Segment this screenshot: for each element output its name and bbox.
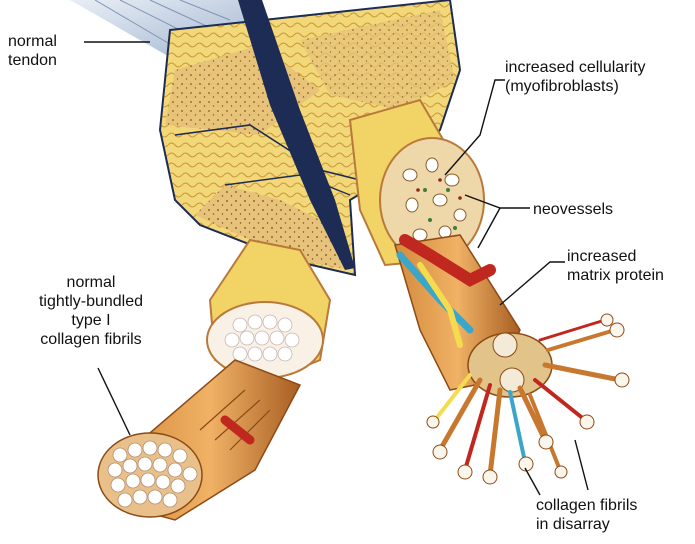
label-increased-cellularity-line-1: increased cellularity [505, 58, 646, 77]
label-neovessels-line-1: neovessels [533, 200, 613, 219]
label-collagen-disarray-line-1: collagen fibrils [536, 496, 637, 515]
abnormal-tendon-bundle [350, 100, 629, 484]
label-normal-collagen-line-4: collagen fibrils [16, 330, 166, 349]
label-normal-collagen: normal tightly-bundled type I collagen f… [16, 273, 166, 349]
label-increased-matrix-protein: increased matrix protein [567, 247, 664, 285]
label-increased-cellularity: increased cellularity (myofibroblasts) [505, 58, 646, 96]
label-collagen-disarray: collagen fibrils in disarray [536, 496, 637, 534]
label-normal-tendon: normal tendon [8, 32, 57, 70]
label-increased-matrix-protein-line-2: matrix protein [567, 266, 664, 285]
label-normal-tendon-line-2: tendon [8, 51, 57, 70]
label-increased-matrix-protein-line-1: increased [567, 247, 664, 266]
label-collagen-disarray-line-2: in disarray [536, 515, 637, 534]
label-normal-collagen-line-1: normal [16, 273, 166, 292]
label-normal-tendon-line-1: normal [8, 32, 57, 51]
label-normal-collagen-line-2: tightly-bundled [16, 292, 166, 311]
label-normal-collagen-line-3: type I [16, 311, 166, 330]
leader-normal-collagen [98, 368, 130, 435]
leader-disarray-1 [525, 468, 540, 495]
leader-matrix [500, 262, 565, 305]
label-increased-cellularity-line-2: (myofibroblasts) [505, 77, 646, 96]
leader-disarray-2 [575, 440, 588, 490]
label-neovessels: neovessels [533, 200, 613, 219]
